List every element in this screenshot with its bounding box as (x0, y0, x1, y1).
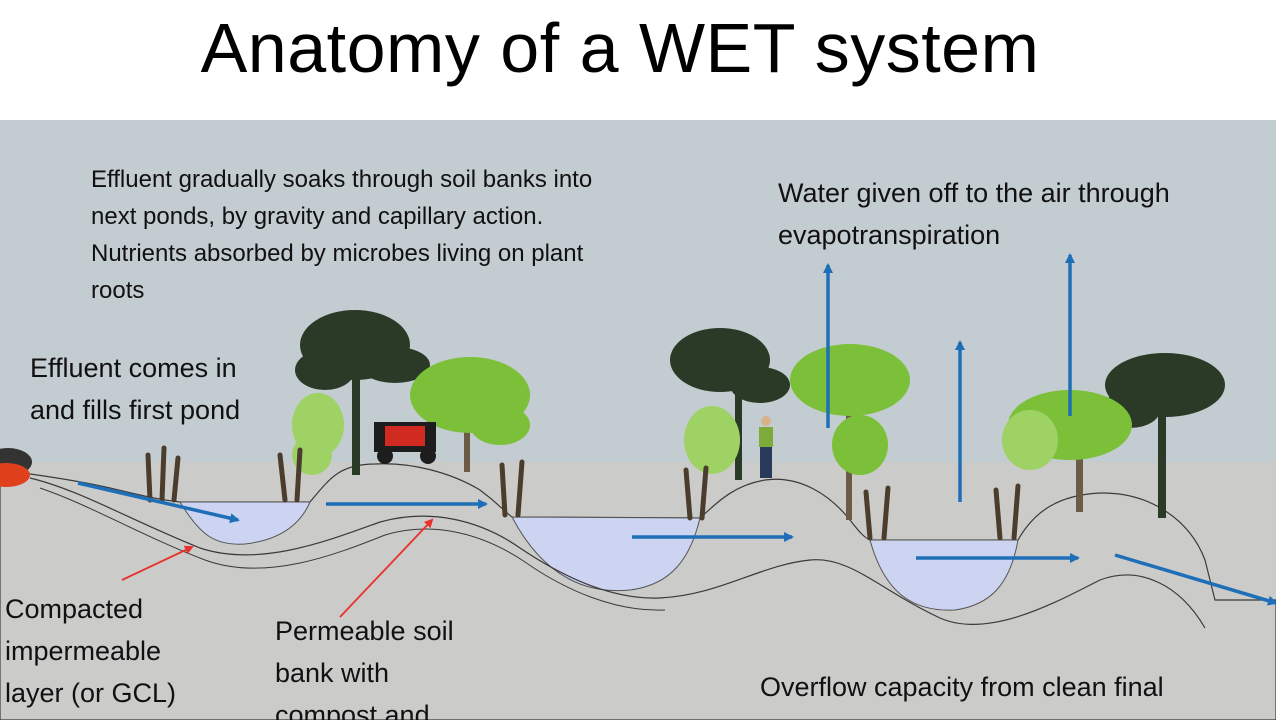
label-effluent-in: Effluent comes in and fills first pond (30, 353, 241, 425)
tree-icon (410, 357, 530, 472)
label-soaks-through: Effluent gradually soaks through soil ba… (91, 166, 593, 304)
flow-arrow (1114, 553, 1276, 606)
tree-icon (295, 310, 430, 475)
pointer-arrows (121, 518, 434, 618)
person-icon (759, 416, 773, 478)
label-compacted-layer: Compacted impermeable layer (or GCL) (5, 594, 177, 708)
bamboo-icon (1002, 410, 1058, 470)
tree-icon (790, 344, 910, 520)
flow-arrows (77, 481, 1276, 606)
compacted-layer-line-lower (39, 487, 666, 611)
compacted-layer-line (29, 477, 1206, 629)
wetland-scene (0, 253, 1276, 720)
soil-surface (0, 463, 1276, 720)
evapotranspiration-arrows (823, 253, 1075, 502)
label-permeable-bank: Permeable soil bank with compost and (275, 616, 454, 720)
flow-arrow (77, 481, 240, 524)
bamboo-icon (292, 393, 344, 475)
bamboo-icon (684, 406, 740, 474)
tractor-icon (374, 422, 436, 464)
pointer-arrow (121, 545, 194, 581)
inlet-pipe-icon (0, 448, 32, 487)
slide-title: Anatomy of a WET system (200, 9, 1040, 87)
diagram-panel: Effluent gradually soaks through soil ba… (0, 120, 1276, 720)
cattails-icon (145, 445, 1021, 541)
label-evapotranspiration: Water given off to the air through evapo… (778, 178, 1170, 250)
label-overflow: Overflow capacity from clean final (760, 672, 1164, 702)
pointer-arrow (339, 518, 434, 618)
